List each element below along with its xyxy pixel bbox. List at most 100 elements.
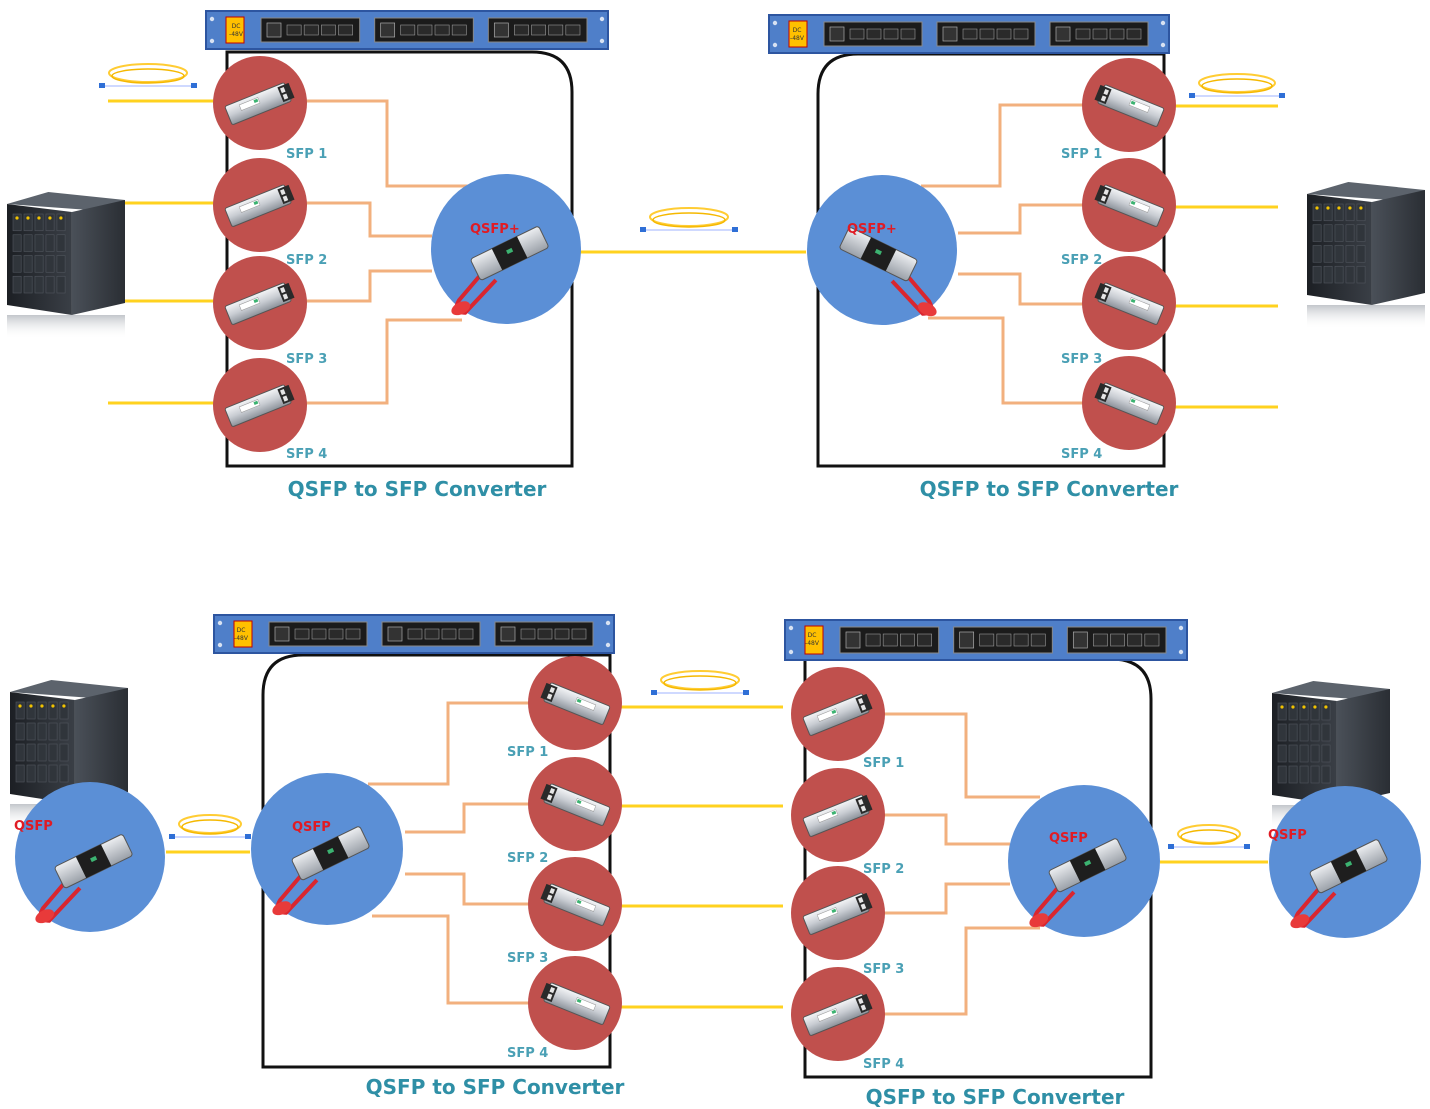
server-slot xyxy=(37,701,47,720)
patch-connector-b xyxy=(191,83,197,88)
sfp-port xyxy=(303,24,319,36)
server-top-right xyxy=(1307,182,1425,329)
rack-screw xyxy=(1178,649,1184,655)
qsfp-tab-grip xyxy=(1029,913,1049,928)
rack-screw xyxy=(217,642,223,648)
sfp-port xyxy=(407,628,423,640)
rack-screw xyxy=(1178,625,1184,631)
converter-frame-bottom-left xyxy=(261,653,612,1069)
server-slot xyxy=(56,213,66,232)
sfp-led xyxy=(253,298,259,304)
server-reflection xyxy=(7,315,125,339)
copper-top-l-2 xyxy=(306,201,432,238)
server-slot xyxy=(56,255,66,273)
server-slot xyxy=(1356,203,1366,222)
patch-coil-2 xyxy=(1180,829,1238,845)
sfp-face xyxy=(540,883,558,904)
server-slot xyxy=(37,743,47,762)
sfp-lc-1 xyxy=(1103,188,1109,196)
qsfp-led xyxy=(327,847,335,855)
server-led xyxy=(26,216,30,220)
qsfp-port xyxy=(845,631,861,649)
sfp-transceiver-icon xyxy=(540,883,611,926)
sfp-face xyxy=(277,384,295,405)
sfp-port xyxy=(520,628,536,640)
sfp-transceiver-icon xyxy=(1094,282,1165,325)
sfp-port xyxy=(917,633,932,647)
caption-top-left: QSFP to SFP Converter xyxy=(288,477,547,501)
server-slot xyxy=(1288,744,1298,763)
server-slot xyxy=(1312,203,1322,222)
qsfp-led xyxy=(1084,859,1092,867)
sfp-lc-2 xyxy=(860,903,867,910)
sfp-face xyxy=(540,982,558,1003)
server-slot xyxy=(45,213,55,232)
sfp-transceiver-icon xyxy=(1094,382,1165,425)
sfp-label-bottom-right-1: SFP 1 xyxy=(863,756,904,771)
copper-top-r-3 xyxy=(958,272,1084,306)
server-slot xyxy=(1312,245,1322,263)
server-slot xyxy=(26,722,36,741)
patch-coil-1 xyxy=(649,207,729,227)
server-slot xyxy=(59,743,69,762)
sfp-top-left-4 xyxy=(213,358,307,452)
qsfp-label-bottom-right-server: QSFP xyxy=(1268,828,1307,843)
qsfp-bottom-right-server xyxy=(1269,786,1421,938)
server-slot xyxy=(48,722,58,741)
patch-coil-2 xyxy=(181,819,239,835)
patch-connector-a xyxy=(651,690,657,695)
sfp-led xyxy=(576,698,582,704)
server-slot xyxy=(1299,723,1309,742)
sfp-port xyxy=(286,24,302,36)
sfp-top-left-1 xyxy=(213,56,307,150)
qsfp-band xyxy=(312,836,349,871)
copper-top-l-4 xyxy=(306,318,462,405)
sfp-port xyxy=(451,24,467,36)
sfp-lc-2 xyxy=(282,293,289,300)
rack-screw xyxy=(788,625,794,631)
qsfp-tab-grip xyxy=(272,901,292,916)
server-slot xyxy=(59,764,69,783)
qsfp-label-bottom-right: QSFP xyxy=(1049,831,1088,846)
copper-top-l-1 xyxy=(306,99,468,188)
connection-lines xyxy=(108,99,1278,1016)
patch-connector-a xyxy=(99,83,105,88)
server-slot xyxy=(12,255,22,273)
sfp-lc-1 xyxy=(549,986,555,994)
patch-connector-a xyxy=(640,227,646,232)
server-slot xyxy=(1310,765,1320,784)
patch-coil-1 xyxy=(1198,73,1276,93)
sfp-port xyxy=(1075,28,1091,40)
server-slot xyxy=(23,275,33,294)
sfp-led xyxy=(253,200,259,206)
sfp-port xyxy=(979,28,995,40)
patch-connector-b xyxy=(1244,844,1250,849)
server-slot xyxy=(1345,265,1355,284)
patch-cord-top-l xyxy=(99,63,197,88)
sfp-port xyxy=(338,24,353,36)
sfp-transceiver-icon xyxy=(1094,84,1165,127)
server-slot xyxy=(1356,265,1366,284)
rack-panel-bottom-left xyxy=(213,614,615,654)
sfp-lc-2 xyxy=(546,693,553,700)
server-led xyxy=(1315,206,1319,210)
sfp-led xyxy=(576,899,582,905)
server-slot xyxy=(26,701,36,720)
server-slot xyxy=(59,722,69,741)
sfp-led xyxy=(1130,200,1136,206)
server-slot xyxy=(1345,224,1355,242)
sfp-face xyxy=(855,794,873,815)
server-slot xyxy=(1310,702,1320,721)
sfp-led xyxy=(1130,398,1136,404)
copper-bot-l-2 xyxy=(405,802,530,834)
sfp-lc-2 xyxy=(860,805,867,812)
sfp-port xyxy=(537,628,553,640)
sfp-transceiver-icon xyxy=(224,384,295,427)
sfp-port xyxy=(345,628,361,640)
sfp-lc-1 xyxy=(549,686,555,694)
rack-panel-bottom-right xyxy=(784,619,1188,661)
sfp-led xyxy=(1130,298,1136,304)
qsfp-port xyxy=(959,631,975,649)
server-slot xyxy=(1310,723,1320,742)
qsfp-tab-grip xyxy=(1290,914,1310,929)
